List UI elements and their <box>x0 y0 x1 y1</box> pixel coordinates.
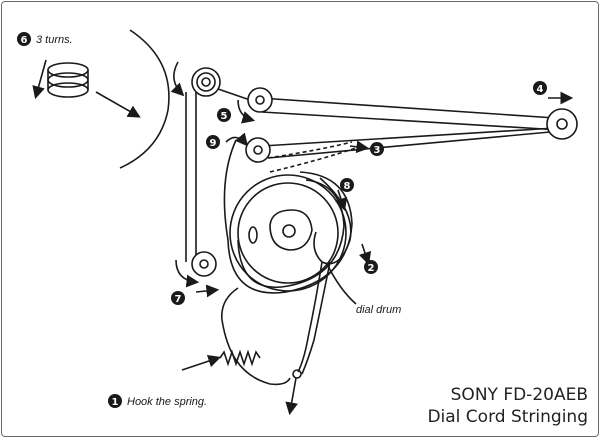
step-6-label: 3 turns. <box>36 34 73 46</box>
cord-pulley-d-to-c-2 <box>267 131 551 159</box>
svg-text:2: 2 <box>368 263 375 274</box>
svg-text:6: 6 <box>21 35 28 46</box>
chassis-outline <box>221 287 291 386</box>
coil-turn-3 <box>47 82 89 98</box>
arrow-8 <box>334 189 348 212</box>
step-badge-9: 9 <box>206 135 220 149</box>
coil-arrow-out <box>95 91 141 118</box>
drum-slot <box>248 226 258 244</box>
step-badge-8: 8 <box>340 178 354 192</box>
cord-drum-wrap-2 <box>237 179 345 288</box>
pulley-a <box>191 67 221 97</box>
caption-model: SONY FD-20AEB <box>450 385 588 405</box>
svg-text:8: 8 <box>344 181 351 192</box>
dial-drum-inner <box>237 182 339 284</box>
hook-post <box>292 369 302 379</box>
tension-spring <box>219 349 261 367</box>
cord-d-to-drum <box>223 139 237 241</box>
cord-pulley-d-to-c <box>261 127 556 147</box>
step-badge-5: 5 <box>217 108 231 122</box>
svg-text:3: 3 <box>374 145 381 156</box>
cord-to-hook-1 <box>297 261 323 373</box>
caption-title: Dial Cord Stringing <box>427 407 588 427</box>
arrow-5 <box>237 99 256 124</box>
svg-text:4: 4 <box>537 84 544 95</box>
pulley-b <box>247 87 273 113</box>
step-badge-4: 4 <box>533 81 547 95</box>
hook-arrow <box>285 377 298 416</box>
caption: SONY FD-20AEB Dial Cord Stringing <box>427 384 588 428</box>
step-1-label: Hook the spring. <box>127 396 207 408</box>
step-badge-6: 6 <box>17 32 31 46</box>
cord-dashed-1 <box>267 141 353 159</box>
coil-arrow-in <box>32 59 47 100</box>
step-badge-1: 1 <box>108 394 122 408</box>
cord-dashed-2 <box>269 147 357 173</box>
pulley-c <box>546 108 578 140</box>
arrow-2 <box>358 243 372 266</box>
arrow-3 <box>349 140 370 154</box>
arrow-7a <box>175 259 200 288</box>
cord-pulley-b-to-c-upper <box>259 97 556 119</box>
arrow-7b <box>195 284 220 298</box>
pulley-e <box>191 251 217 277</box>
svg-text:5: 5 <box>221 111 228 122</box>
arrow-pulley-a <box>170 61 185 97</box>
step-badge-2: 2 <box>364 260 378 274</box>
svg-text:1: 1 <box>112 397 119 408</box>
dial-drum-leader <box>326 263 357 305</box>
cord-to-hook-2 <box>301 261 331 375</box>
spring-arrow <box>181 354 222 371</box>
cord-pulley-b-to-c-lower <box>261 111 561 131</box>
inset-arc <box>119 29 170 169</box>
dial-drum-label: dial drum <box>356 304 401 316</box>
arrow-9 <box>225 132 249 147</box>
coil-sides <box>47 70 89 90</box>
pulley-d <box>245 137 271 163</box>
drum-hub-center <box>282 224 296 238</box>
step-badge-7: 7 <box>171 291 185 305</box>
svg-text:9: 9 <box>210 138 217 149</box>
drum-hub <box>269 209 313 251</box>
step-badge-3: 3 <box>370 142 384 156</box>
svg-text:7: 7 <box>175 294 182 305</box>
